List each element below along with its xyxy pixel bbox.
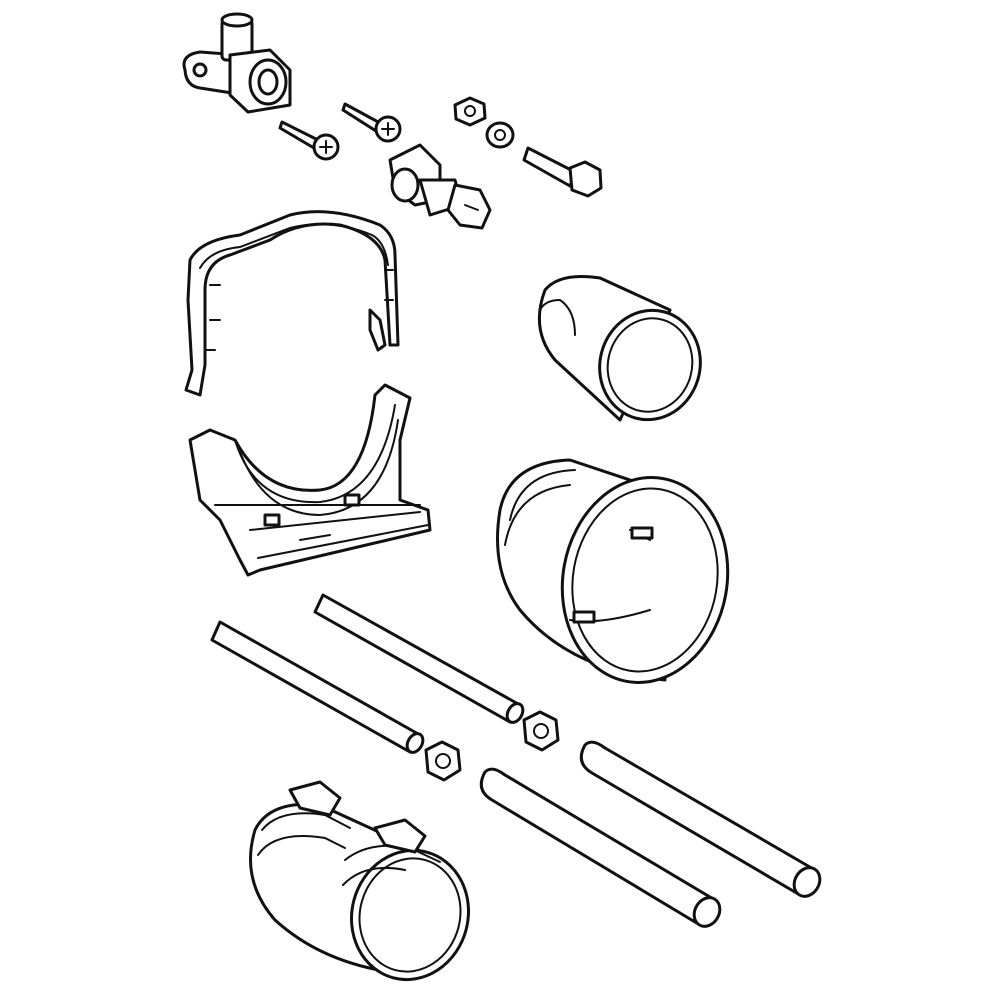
plain-rod (579, 740, 822, 898)
hex-nut (453, 96, 487, 127)
threaded-rod (313, 593, 525, 724)
elbow-fitting-with-wall-plate (182, 12, 292, 114)
small-sleeve (537, 275, 702, 422)
wood-screw (341, 102, 402, 143)
pipe-coupling-with-hose-clamps (249, 780, 470, 982)
hex-nut (522, 710, 560, 752)
wood-screw (278, 120, 340, 161)
washer (485, 121, 515, 149)
threaded-rod (210, 620, 425, 754)
large-sleeve (496, 458, 730, 684)
angle-valve (388, 143, 492, 230)
pipe-clamp-lower (188, 383, 432, 577)
hex-nut (424, 740, 462, 782)
hex-bolt (522, 146, 603, 198)
pipe-bracket-upper (184, 210, 400, 397)
plain-rod (479, 767, 722, 928)
